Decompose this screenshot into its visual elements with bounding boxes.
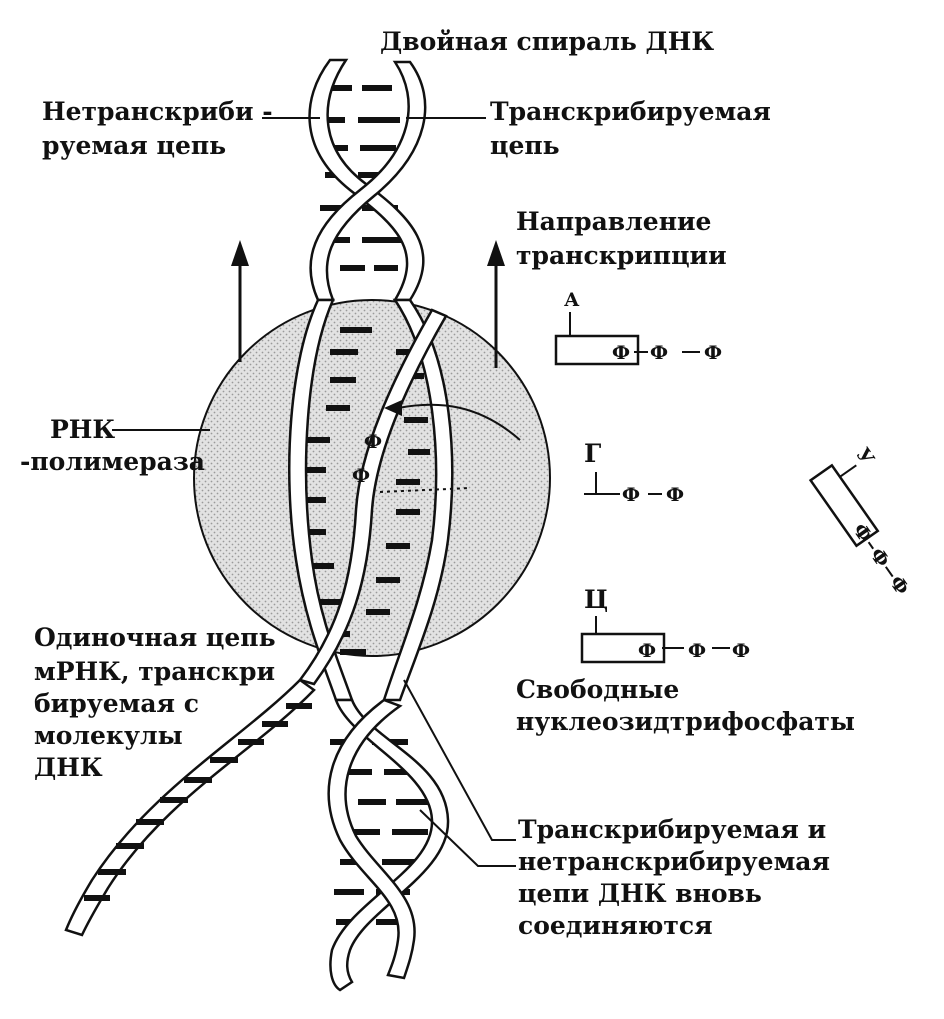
nucleotide-c-phosphate-2: Ф <box>688 640 706 662</box>
nucleotide-u-phosphate-2: Ф <box>865 544 893 571</box>
template-label-1: Транскрибируемая <box>490 97 771 126</box>
nucleotide-uracil-triphosphate: У Ф Ф Ф <box>808 444 913 599</box>
incoming-phosphate-2: Ф <box>352 465 370 487</box>
nucleotide-a-base: А <box>564 289 580 311</box>
nucleotide-a-phosphate-3: Ф <box>704 342 722 364</box>
upper-dna-double-helix <box>308 58 427 302</box>
nucleotide-g-base: Г <box>584 439 601 468</box>
nucleotide-c-phosphate-3: Ф <box>732 640 750 662</box>
rejoin-label-2: нетранскрибируемая <box>518 847 830 876</box>
nucleotide-c-phosphate-1: Ф <box>638 640 656 662</box>
rna-polymerase-label-2: -полимераза <box>20 447 205 476</box>
lower-dna-double-helix <box>327 698 450 992</box>
mrna-label-2: мРНК, транскри <box>34 657 275 686</box>
transcription-direction-arrows <box>231 240 505 368</box>
nucleotide-a-phosphate-1: Ф <box>612 342 630 364</box>
nontemplate-label-1: Нетранскриби - <box>42 97 273 126</box>
nucleotide-a-phosphate-2: Ф <box>650 342 668 364</box>
nucleotide-cytosine-diphosphate: Ц Ф Ф Ф <box>580 585 750 664</box>
rna-polymerase-label-1: РНК <box>50 415 115 444</box>
incoming-phosphate-1: Ф <box>364 431 382 453</box>
free-nucleotides-label-2: нуклеозидтрифосфаты <box>516 707 855 736</box>
nucleotide-guanine-diphosphate: Г Ф Ф <box>584 439 684 506</box>
mrna-label-1: Одиночная цепь <box>34 623 276 652</box>
direction-label-1: Направление <box>516 207 711 236</box>
rejoin-label-4: соединяются <box>518 911 713 940</box>
rejoin-label-3: цепи ДНК вновь <box>518 879 762 908</box>
incoming-phosphates: Ф Ф <box>352 400 521 493</box>
nucleotide-adenine-triphosphate: А Ф Ф Ф <box>554 289 722 366</box>
rejoin-label-1: Транскрибируемая и <box>518 815 826 844</box>
nontemplate-label-2: руемая цепь <box>42 131 226 160</box>
nucleotide-c-base: Ц <box>584 585 608 614</box>
title: Двойная спираль ДНК <box>380 27 714 56</box>
mrna-label-5: ДНК <box>34 753 103 782</box>
direction-label-2: транскрипции <box>516 241 727 270</box>
template-label-2: цепь <box>490 131 560 160</box>
nucleotide-g-phosphate-2: Ф <box>666 484 684 506</box>
nucleotide-u-phosphate-3: Ф <box>885 572 913 599</box>
nucleotide-g-phosphate-1: Ф <box>622 484 640 506</box>
mrna-single-strand <box>64 678 316 937</box>
transcription-bubble-strands <box>288 298 454 702</box>
free-nucleotides-label-1: Свободные <box>516 675 679 704</box>
mrna-label-3: бируемая с <box>34 689 199 718</box>
mrna-label-4: молекулы <box>34 721 183 750</box>
